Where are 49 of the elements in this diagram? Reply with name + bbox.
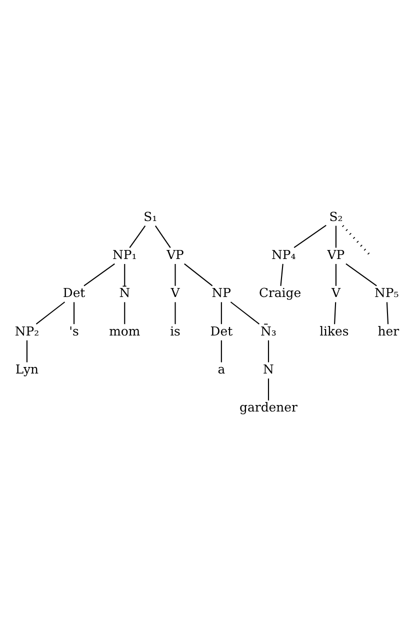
node-text: N̄₃: [260, 323, 276, 338]
connector: [386, 302, 389, 324]
connector: [124, 302, 126, 324]
node-text: Craige: [258, 285, 302, 300]
node-text: S₁: [144, 208, 158, 224]
connector: [26, 340, 28, 362]
connector: [294, 224, 326, 248]
node-text: V: [331, 285, 340, 300]
connector: [74, 302, 75, 324]
connector: [268, 340, 270, 362]
node-text: a: [218, 362, 226, 377]
connector: [346, 263, 377, 286]
connector: [184, 263, 213, 286]
node-text: NP₅: [374, 285, 399, 300]
node-text: her: [378, 323, 400, 338]
connector: [342, 225, 370, 256]
node-text: mom: [109, 323, 140, 338]
connector: [268, 378, 270, 400]
connector: [174, 302, 176, 324]
node-text: NP₁: [112, 247, 137, 262]
node-text: S₂: [329, 208, 343, 224]
node-text: NP₂: [14, 323, 40, 338]
connector: [220, 340, 222, 362]
connector: [124, 264, 126, 286]
node-text: NP: [212, 285, 232, 300]
connector: [334, 302, 336, 324]
node-text: 's: [69, 323, 79, 338]
node-text: Lyn: [15, 362, 38, 377]
node-text: Det: [210, 323, 233, 338]
connector: [84, 263, 115, 286]
node-text: V: [170, 285, 180, 300]
node-text: likes: [320, 323, 349, 338]
node-text: Det: [62, 285, 86, 300]
connector: [335, 226, 336, 248]
connector: [335, 264, 336, 286]
node-text: NP₄: [271, 247, 296, 262]
connector: [129, 226, 146, 248]
node-text: is: [170, 323, 180, 338]
node-text: N̄: [119, 285, 130, 300]
connector: [280, 264, 284, 286]
connector: [174, 264, 176, 286]
connector: [230, 302, 260, 324]
connector: [36, 302, 66, 324]
node-text: VP: [166, 247, 184, 262]
node-text: VP: [327, 247, 345, 262]
node-text: N: [263, 362, 274, 377]
connector: [154, 226, 171, 248]
connector: [220, 302, 222, 324]
node-text: gardener: [240, 400, 298, 415]
